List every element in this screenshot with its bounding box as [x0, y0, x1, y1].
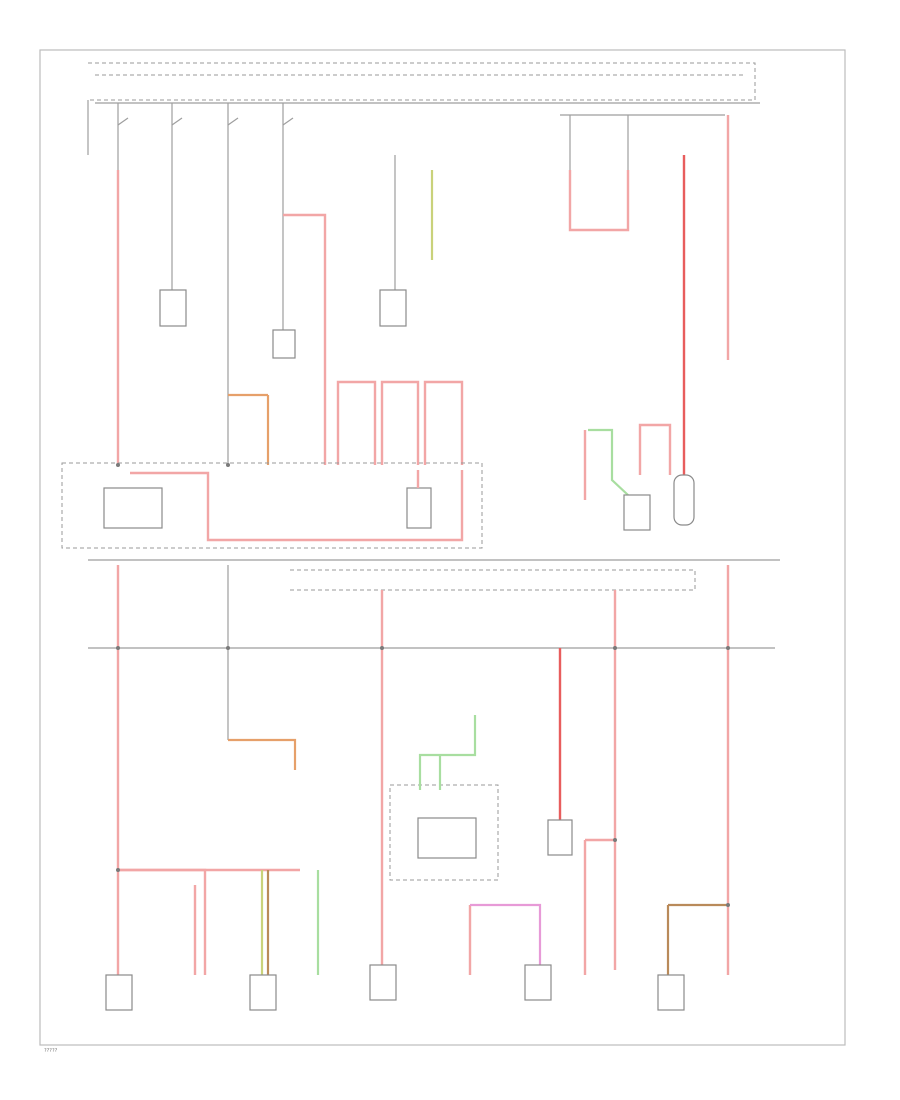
component-box [159, 289, 187, 327]
splice-dots [116, 463, 730, 907]
right-top-cluster [560, 114, 730, 531]
bottom-components [105, 964, 685, 1011]
figure-id: ????? [44, 1048, 58, 1054]
module-bottom [389, 715, 542, 975]
fuse-block-bottom [88, 569, 775, 649]
fuse-columns-top [117, 103, 294, 170]
diagram-frame [39, 49, 846, 1046]
module-top [61, 462, 483, 549]
component-box [272, 329, 296, 359]
component-box [379, 289, 407, 327]
fuse-block-top [87, 62, 760, 155]
